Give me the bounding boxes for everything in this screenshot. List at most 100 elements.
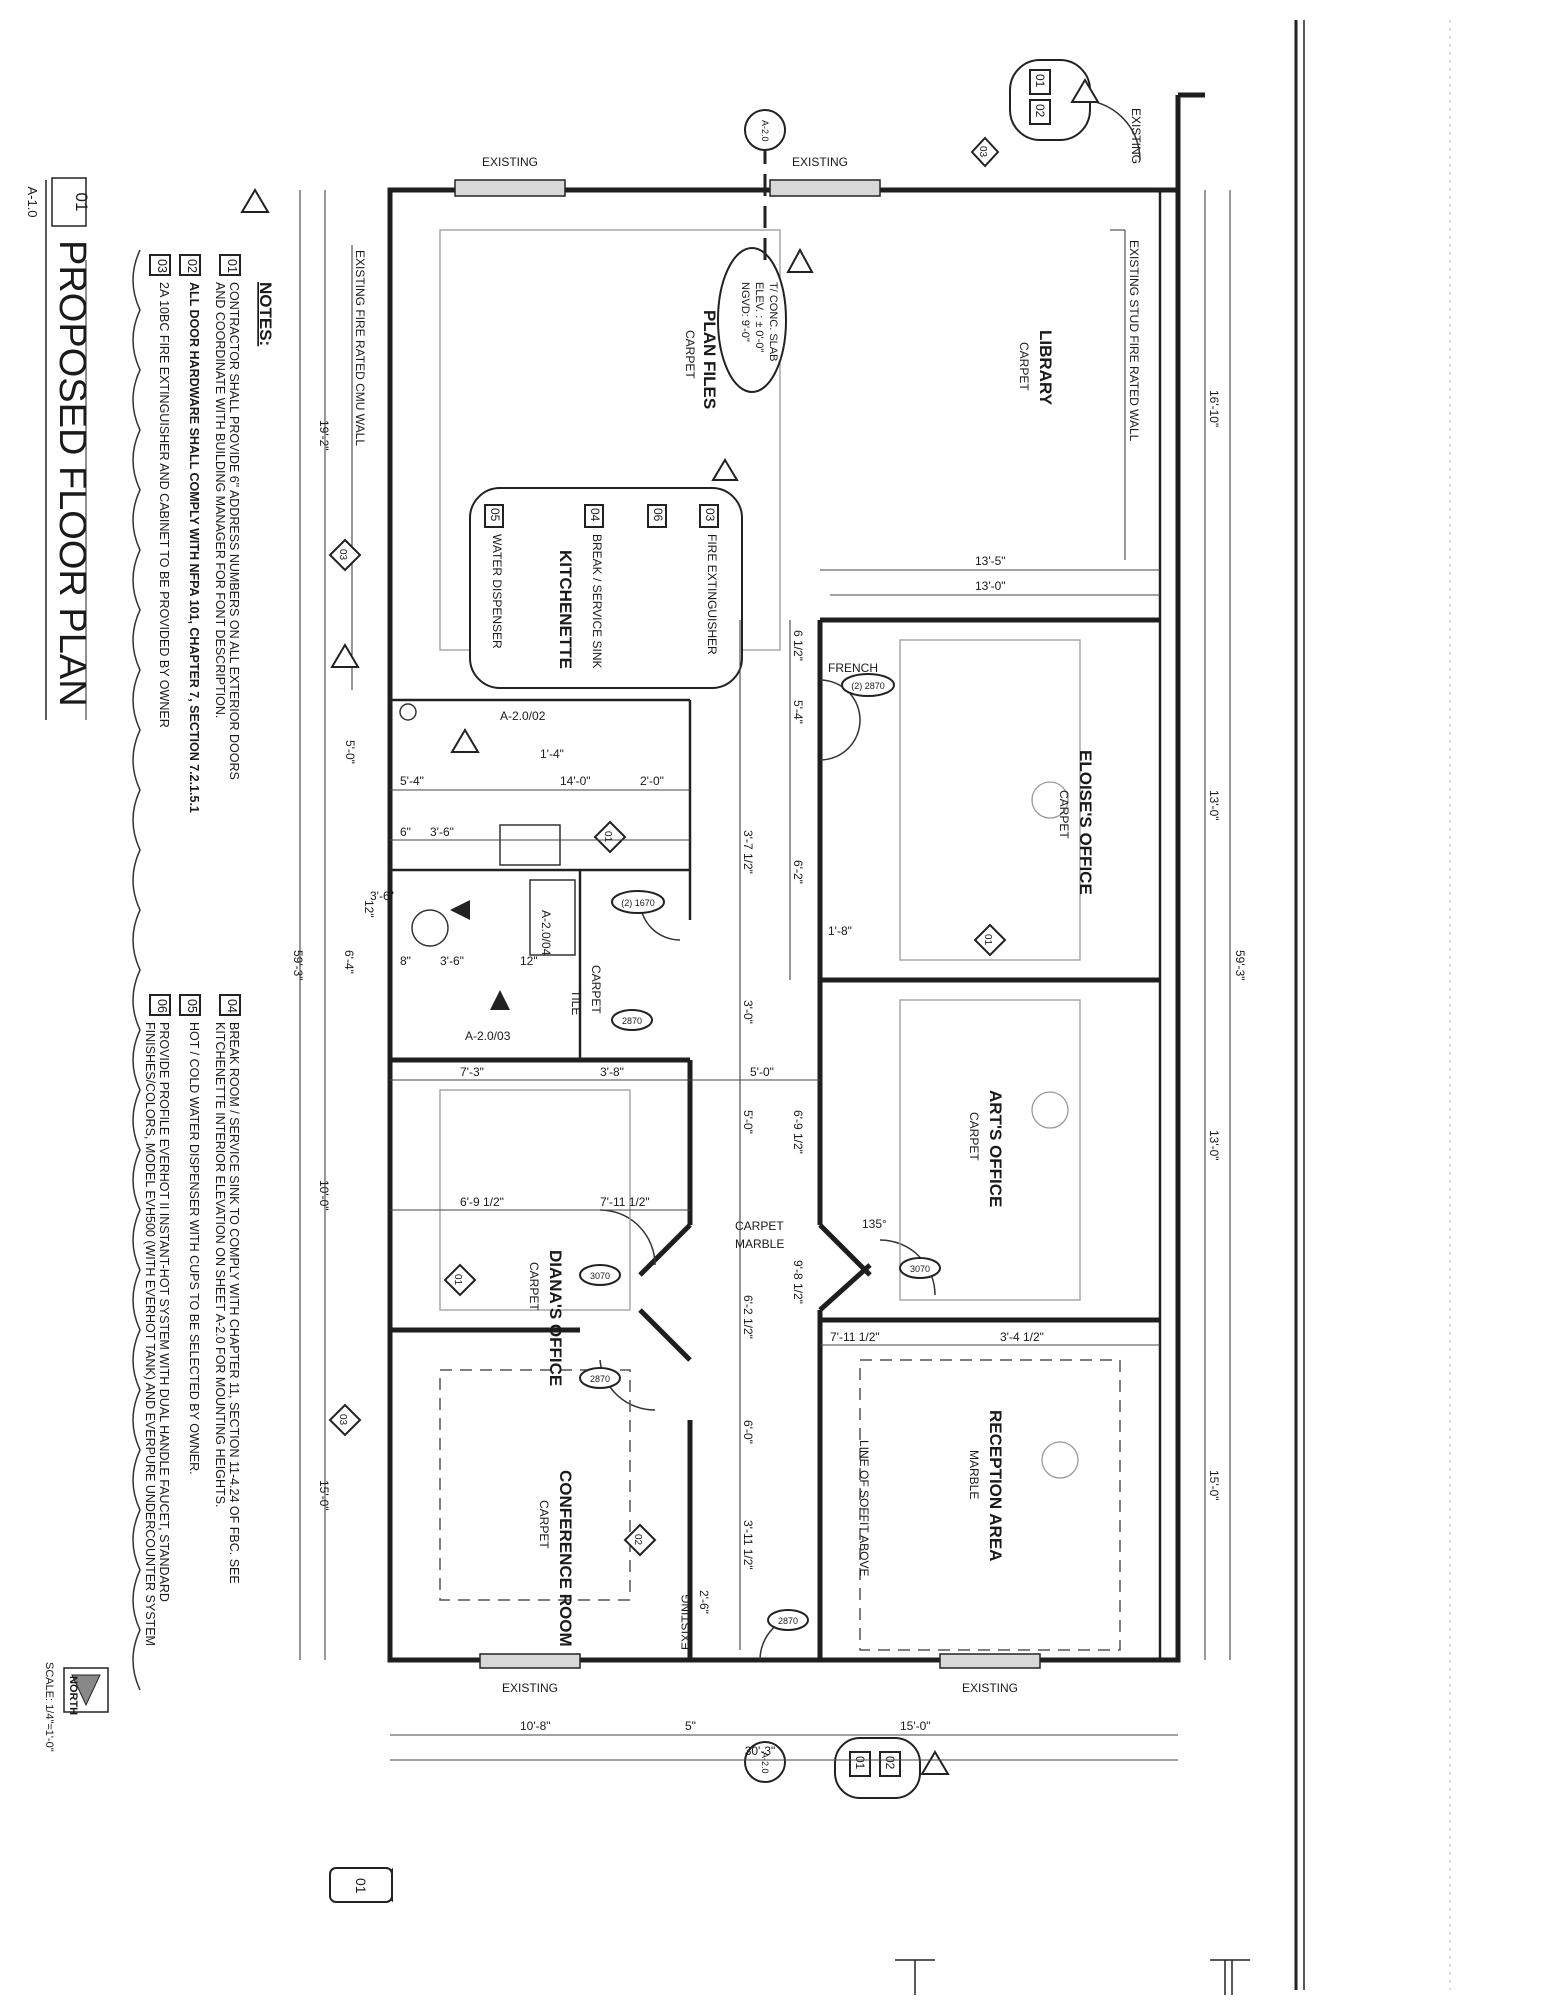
label-dimensions-left_side-3: 15'-0" <box>317 1480 331 1511</box>
label-kitchenette-items-0-text: FIRE EXTINGUISHER <box>705 534 719 655</box>
label-dimensions-misc-3: 1'-4" <box>540 747 564 761</box>
wall-callouts: EXISTING FIRE RATED CMU WALL EXISTING ST… <box>351 229 1141 690</box>
label-dimensions-right_side-3: 15'-0" <box>1207 1470 1221 1501</box>
label-revision_tags-1: 02 <box>632 1534 643 1546</box>
label-dimensions-misc-24: 1'-8" <box>828 924 852 938</box>
elev-ref-2: A-2.0/04 <box>539 910 553 956</box>
label-kitchenette-items-2-text: BREAK / SERVICE SINK <box>590 534 604 669</box>
label-dimensions-misc-1: 14'-0" <box>560 774 591 788</box>
label-revision_tags-0: 01 <box>353 1878 369 1894</box>
label-dimensions-misc-26: 6 1/2" <box>791 630 805 661</box>
label-kitchenette-items-2-tag: 04 <box>588 508 602 522</box>
label-dimensions-left_side-2: 10'-0" <box>317 1180 331 1211</box>
label-dimensions-misc-6: 6" <box>400 825 411 839</box>
fire-wall-note: EXISTING FIRE RATED CMU WALL <box>353 250 367 446</box>
label-notes-right-2-lines-0: PROVIDE PROFILE EVERHOT II INSTANT-HOT S… <box>157 1022 171 1602</box>
note-04: 04 BREAK ROOM / SERVICE SINK TO COMPLY W… <box>213 994 241 1584</box>
label-dimensions-misc-10: 3'-6" <box>440 954 464 968</box>
label-revision_tags-0: 01 <box>1033 74 1047 88</box>
title-number: 01 <box>72 193 91 212</box>
label-labels-section_ref: A-2.0 <box>760 1752 770 1774</box>
label-dimensions-misc-7: 12" <box>362 900 376 918</box>
sheet-edge-marks <box>895 1959 1250 1995</box>
label-kitchenette-items-1-tag: 06 <box>651 508 665 522</box>
label-notes-right-1-tag: 05 <box>185 999 199 1013</box>
label-dimensions-misc-14: 5'-0" <box>741 1110 755 1134</box>
label-rooms-eloise-finish: CARPET <box>1057 790 1071 839</box>
label-dimensions-misc-12: 7'-3" <box>460 1065 484 1079</box>
label-dimensions-misc-9: 8" <box>400 954 411 968</box>
room-eloise: ELOISE'S OFFICE <box>1076 750 1095 895</box>
label-notes-right-2-lines-1: FINISHES/COLORS, MODEL EVH500 (WITH EVER… <box>143 1022 157 1646</box>
label-kitchenette-items-3-text: WATER DISPENSER <box>490 534 504 649</box>
carpet-label: CARPET <box>735 1219 784 1233</box>
label-dimensions-misc-19: 3'-7 1/2" <box>741 830 755 874</box>
label-notes-left-0-tag: 01 <box>225 259 239 273</box>
label-rooms-plan_files-finish: CARPET <box>683 330 697 379</box>
label-dimensions-misc-8: 3'-6" <box>370 889 394 903</box>
label-labels-section_ref: A-2.0 <box>760 120 770 142</box>
note-01: 01 CONTRACTOR SHALL PROVIDE 6" ADDRESS N… <box>213 254 241 780</box>
toilet <box>411 909 449 947</box>
room-diana: DIANA'S OFFICE <box>546 1250 565 1386</box>
furniture <box>439 229 1121 1651</box>
existing-label-3: EXISTING <box>502 1681 558 1695</box>
kitchenette-title: KITCHENETTE <box>556 550 575 669</box>
label-dimensions-misc-11: 12" <box>520 954 538 968</box>
label-dimensions-misc-15: 6'-9 1/2" <box>791 1110 805 1154</box>
label-dimensions-misc-23: 6'-2" <box>791 860 805 884</box>
label-dimensions-bottom-1: 5" <box>685 1719 696 1733</box>
sheet-number: A-1.0 <box>25 186 40 217</box>
marble-label: MARBLE <box>735 1237 784 1251</box>
revision-tags: 01 02 01 02 03 03 03 02 01 01 01 01 <box>328 59 1100 1903</box>
label-notes-left-2-tag: 03 <box>155 259 169 273</box>
label-revision_tags-0: 01 <box>452 1274 463 1286</box>
label-dimensions-misc-5: 3'-6" <box>430 825 454 839</box>
restroom-floor-tile: TILE <box>569 990 583 1015</box>
label-dimensions-misc-20: 9'-8 1/2" <box>791 1260 805 1304</box>
label-kitchenette-items-0-tag: 03 <box>703 508 717 522</box>
label-dimensions-right_side-1: 13'-0" <box>1207 790 1221 821</box>
room-reception: RECEPTION AREA <box>986 1410 1005 1561</box>
room-library: LIBRARY <box>1036 330 1055 406</box>
angle-label: 135° <box>862 1217 887 1231</box>
label-revision_tags-0: 01 <box>602 831 613 843</box>
label-dimensions-library_width-1: 13'-0" <box>975 579 1006 593</box>
elev-ref-1: A-2.0/02 <box>500 709 546 723</box>
label-dimensions-misc-22: 3'-0" <box>741 1000 755 1024</box>
elevation-refs: A-2.0/02 A-2.0/04 A-2.0/03 <box>450 709 553 1043</box>
label-dimensions-misc-21: 6'-2 1/2" <box>741 1295 755 1339</box>
label-dimensions-right_side-0: 16'-10" <box>1207 390 1221 427</box>
notes-block: NOTES: 01 CONTRACTOR SHALL PROVIDE 6" AD… <box>132 188 275 1691</box>
label-dimensions-misc-14: 5'-0" <box>750 1065 774 1079</box>
label-dimensions-misc-17: 7'-11 1/2" <box>600 1195 650 1209</box>
label-title_block-north_label: NORTH <box>67 1676 79 1715</box>
title-text: PROPOSED FLOOR PLAN <box>51 240 93 707</box>
label-notes-right-1-lines-0: HOT / COLD WATER DISPENSER WITH CUPS TO … <box>187 1022 201 1475</box>
label-dimensions-left_side-0: 19'-2" <box>317 420 331 451</box>
label-notes-right-0-lines-0: BREAK ROOM / SERVICE SINK TO COMPLY WITH… <box>227 1022 241 1584</box>
label-rooms-reception-finish: MARBLE <box>967 1450 981 1499</box>
exterior-walls: EXISTING EXISTING EXISTING EXISTING EXIS… <box>387 92 1205 1695</box>
soffit-label: LINE OF SOFFIT ABOVE <box>857 1440 871 1576</box>
existing-label-1: EXISTING <box>482 155 538 169</box>
dim-overall-width: 30'-3" <box>745 1744 776 1758</box>
label-notes-right-0-lines-1: KITCHENETTE INTERIOR ELEVATION ON SHEET … <box>213 1022 227 1507</box>
label-dimensions-misc-28: 6'-0" <box>741 1420 755 1444</box>
room-conference: CONFERENCE ROOM <box>556 1470 575 1647</box>
label-dimensions-bottom-0: 10'-8" <box>520 1719 551 1733</box>
soffit-outline <box>859 1359 1121 1651</box>
label-kitchenette-items-3-tag: 05 <box>488 508 502 522</box>
label-notes-left-0-lines-0: CONTRACTOR SHALL PROVIDE 6" ADDRESS NUMB… <box>227 282 241 780</box>
note-05: 05 HOT / COLD WATER DISPENSER WITH CUPS … <box>179 994 201 1475</box>
label-rooms-conference-finish: CARPET <box>537 1500 551 1549</box>
dimensions: 59'-3" 16'-10" 13'-0" 13'-0" 15'-0" 59'-… <box>291 190 1247 1761</box>
label-notes-left-1-tag: 02 <box>185 259 199 273</box>
stud-wall-note: EXISTING STUD FIRE RATED WALL <box>1127 240 1141 442</box>
label-dimensions-bottom-2: 15'-0" <box>900 1719 931 1733</box>
label-door_tags-2: 2870 <box>622 1016 642 1026</box>
label-dimensions-misc-4: 5'-0" <box>343 740 357 764</box>
label-door_tags-5: 2870 <box>590 1374 610 1384</box>
label-notes-left-0-lines-1: AND COORDINATE WITH BUILDING MANAGER FOR… <box>213 282 227 718</box>
